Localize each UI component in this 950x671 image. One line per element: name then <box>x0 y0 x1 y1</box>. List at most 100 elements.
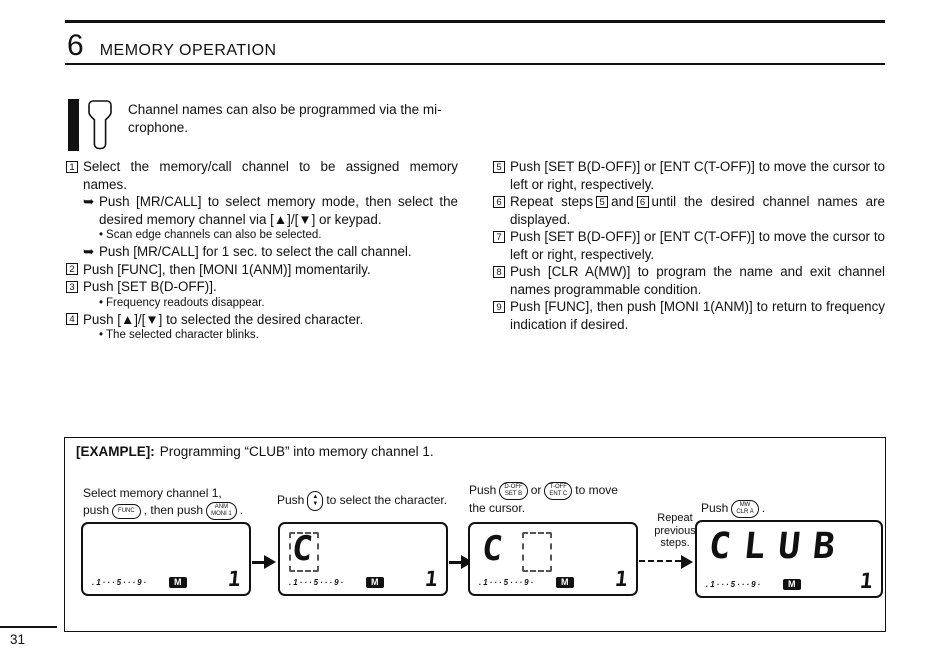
blinking-cursor-position <box>522 532 552 572</box>
step-5-text: Push [SET B(D-OFF)] or [ENT C(T-OFF)] to… <box>510 159 885 192</box>
step-3: 3 Push [SET B(D-OFF)]. <box>66 278 458 296</box>
step-4-bullet: •The selected character blinks. <box>99 328 458 343</box>
step-8-number: 8 <box>493 265 505 278</box>
memory-indicator: M <box>783 579 801 590</box>
repeat-dashed-arrow-icon <box>639 555 695 569</box>
note-line-2: crophone. <box>128 119 189 135</box>
step-4-number: 4 <box>66 313 78 325</box>
step-6-text-post: until the desired channel names are disp… <box>510 194 885 227</box>
memory-indicator: M <box>556 577 574 588</box>
example-title: [EXAMPLE]:Programming “CLUB” into memory… <box>76 444 434 459</box>
step-8-text: Push [CLR A(MW)] to program the name and… <box>510 264 885 297</box>
note-text: Channel names can also be programmed via… <box>128 99 442 136</box>
channel-number: 1 <box>424 567 440 591</box>
step-9-number: 9 <box>493 300 505 313</box>
chapter-title: MEMORY OPERATION <box>99 42 277 59</box>
step-1-bullet: •Scan edge channels can also be selected… <box>99 228 458 243</box>
lcd-display-4: CLUB .1···5···9· M 1 <box>695 520 883 598</box>
step-ref-5-box: 5 <box>596 196 609 208</box>
repeat-line: previous <box>654 524 696 537</box>
channel-number: 1 <box>227 567 243 591</box>
repeat-line: steps. <box>660 537 690 549</box>
step-3-bullet: •Frequency readouts disappear. <box>99 296 458 311</box>
memory-indicator: M <box>169 577 187 588</box>
step-7: 7 Push [SET B(D-OFF)] or [ENT C(T-OFF)] … <box>493 228 885 263</box>
signal-scale: .1···5···9· <box>289 578 346 587</box>
caption-text: . <box>239 503 244 518</box>
microphone-note: Channel names can also be programmed via… <box>68 99 442 151</box>
caption-text: . <box>761 501 766 516</box>
flow-arrow-icon <box>252 555 276 569</box>
curved-arrow-icon: ➥ <box>83 244 95 259</box>
caption-text: or <box>530 483 542 498</box>
caption-text: Push <box>701 501 729 516</box>
chapter-heading: 6 MEMORY OPERATION <box>67 29 277 63</box>
step-9-text: Push [FUNC], then push [MONI 1(ANM)] to … <box>510 299 885 332</box>
caption-text: Push <box>277 493 305 508</box>
step-1-sub-1-text: Push [MR/CALL] to select memory mode, th… <box>99 194 458 227</box>
steps-column-left: 1 Select the memory/call channel to be a… <box>66 158 458 343</box>
bullet-icon: • <box>99 329 104 341</box>
example-label: [EXAMPLE]: <box>76 444 155 459</box>
step-7-number: 7 <box>493 230 505 243</box>
chapter-number: 6 <box>67 29 84 62</box>
step-5-number: 5 <box>493 160 505 173</box>
bullet-icon: • <box>99 296 104 309</box>
step-2-text: Push [FUNC], then [MONI 1(ANM)] momentar… <box>83 261 371 277</box>
step-4: 4 Push [▲]/[▼] to selected the desired c… <box>66 311 458 329</box>
signal-scale: .1···5···9· <box>479 578 536 587</box>
caption-text: to move <box>575 483 618 498</box>
step-8: 8 Push [CLR A(MW)] to program the name a… <box>493 263 885 298</box>
signal-scale: .1···5···9· <box>92 578 149 587</box>
panel-1-caption-line-1: Select memory channel 1, <box>83 486 222 500</box>
note-line-1: Channel names can also be programmed via… <box>128 102 442 117</box>
step-1-number: 1 <box>66 160 78 173</box>
step-ref-6-box: 6 <box>636 196 649 208</box>
footer-rule <box>0 626 57 628</box>
step-6-text-mid: and <box>611 194 634 209</box>
lcd-display-2: C .1···5···9· M 1 <box>278 522 448 596</box>
step-1-text: Select the memory/call channel to be ass… <box>83 159 458 192</box>
step-6-text-pre: Repeat steps <box>510 194 594 209</box>
step-1-bullet-text: Scan edge channels can also be selected. <box>106 229 322 241</box>
step-2: 2 Push [FUNC], then [MONI 1(ANM)] moment… <box>66 261 458 279</box>
signal-scale: .1···5···9· <box>706 580 763 589</box>
memory-indicator: M <box>366 577 384 588</box>
caption-text: Push <box>469 483 497 498</box>
step-3-bullet-text: Frequency readouts disappear. <box>106 296 265 309</box>
repeat-line: Repeat <box>657 512 693 524</box>
page-number: 31 <box>10 632 26 647</box>
microphone-icon <box>88 100 112 150</box>
step-1-sub-2-text: Push [MR/CALL] for 1 sec. to select the … <box>99 244 412 259</box>
panel-3-caption-line-2: the cursor. <box>469 501 526 515</box>
channel-number: 1 <box>614 567 630 591</box>
up-down-rocker-icon: ▲▼ <box>307 491 324 511</box>
bullet-icon: • <box>99 229 104 241</box>
caption-text: push <box>83 503 110 518</box>
step-1: 1 Select the memory/call channel to be a… <box>66 158 458 193</box>
step-4-bullet-text: The selected character blinks. <box>106 329 259 341</box>
caption-text: , then push <box>143 503 204 518</box>
step-3-number: 3 <box>66 280 78 293</box>
lcd-3-characters: C <box>479 529 515 569</box>
step-9: 9 Push [FUNC], then push [MONI 1(ANM)] t… <box>493 298 885 333</box>
step-5: 5 Push [SET B(D-OFF)] or [ENT C(T-OFF)] … <box>493 158 885 193</box>
repeat-previous-steps-label: Repeat previous steps. <box>641 512 709 550</box>
step-7-text: Push [SET B(D-OFF)] or [ENT C(T-OFF)] to… <box>510 229 885 262</box>
heading-rule <box>65 63 885 65</box>
step-6-number: 6 <box>493 195 505 208</box>
lcd-display-3: C .1···5···9· M 1 <box>468 522 638 596</box>
step-2-number: 2 <box>66 263 78 275</box>
lcd-2-characters: C <box>289 529 325 569</box>
lcd-4-characters: CLUB <box>706 526 850 567</box>
